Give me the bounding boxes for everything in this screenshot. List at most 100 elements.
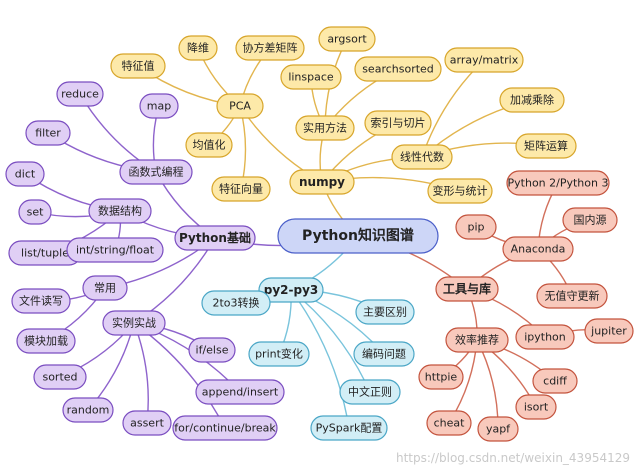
node-array-matrix: array/matrix [444, 47, 524, 73]
node-dict: dict [5, 161, 45, 187]
node-shape [248, 341, 310, 367]
node-label: 均值化 [193, 138, 226, 152]
node-shape [18, 199, 52, 225]
node-label: 工具与库 [443, 281, 491, 296]
node-label: 主要区别 [363, 306, 407, 319]
node-shape [435, 276, 499, 302]
node-shape [532, 368, 578, 394]
node-label: 2to3转换 [212, 296, 259, 310]
node-label: 降维 [187, 41, 209, 55]
link-python-3-2 [133, 322, 149, 424]
node-int-string-float: int/string/float [66, 237, 164, 263]
node-label: assert [130, 417, 164, 430]
node-label: isort [524, 401, 549, 414]
node-shape [258, 277, 324, 303]
node-模块加载: 模块加载 [16, 328, 76, 354]
node-国内源: 国内源 [562, 207, 618, 233]
node-label: 国内源 [574, 213, 607, 227]
node-shape [289, 169, 355, 195]
node-shape [211, 176, 271, 202]
node-shape [506, 170, 610, 196]
node-均值化: 均值化 [185, 132, 233, 158]
node-label: Python知识图谱 [302, 227, 414, 244]
node-ipython: ipython [515, 324, 575, 350]
node-主要区别: 主要区别 [355, 299, 415, 325]
node-label: filter [35, 127, 61, 140]
node-shape [16, 328, 76, 354]
node-shape [280, 64, 342, 90]
node-label: 常用 [94, 282, 116, 295]
node-python-2-python-3: Python 2/Python 3 [506, 170, 610, 196]
node-shape [562, 207, 618, 233]
watermark-text: https://blog.csdn.net/weixin_43954129 [395, 451, 630, 465]
node-2to3转换: 2to3转换 [201, 290, 271, 316]
node-assert: assert [122, 410, 172, 436]
node-label: random [67, 404, 110, 417]
node-shape [188, 337, 236, 363]
node-label: if/else [196, 344, 229, 357]
node-shape [216, 93, 264, 119]
node-shape [277, 218, 439, 254]
node-label: yapf [486, 423, 511, 436]
node-shape [445, 327, 509, 353]
node-shape [235, 35, 305, 61]
node-label: 索引与切片 [371, 116, 426, 130]
node-特征值: 特征值 [110, 53, 166, 79]
node-pip: pip [455, 214, 497, 240]
node-文件读写: 文件读写 [11, 288, 71, 314]
node-shape [88, 198, 152, 224]
node-shape [310, 415, 388, 441]
node-linspace: linspace [280, 64, 342, 90]
node-py2-py3: py2-py3 [258, 277, 324, 303]
node-shape [139, 93, 179, 119]
node-label: 特征向量 [219, 182, 263, 196]
node-python知识图谱: Python知识图谱 [277, 218, 439, 254]
node-label: 编码问题 [362, 347, 406, 361]
node-shape [444, 47, 524, 73]
node-label: 数据结构 [98, 204, 142, 218]
node-shape [110, 53, 166, 79]
node-reduce: reduce [56, 81, 104, 107]
node-label: map [147, 100, 171, 113]
node-label: set [27, 206, 44, 219]
node-label: 变形与统计 [433, 184, 488, 198]
node-label: jupiter [590, 325, 627, 338]
node-shape [427, 178, 493, 204]
node-list-tuple: list/tuple [8, 240, 82, 266]
node-random: random [62, 397, 114, 423]
node-python基础: Python基础 [174, 225, 256, 251]
node-shape [355, 299, 415, 325]
node-label: PySpark配置 [316, 422, 383, 435]
node-shape [354, 56, 442, 82]
node-shape [455, 214, 497, 240]
node-降维: 降维 [178, 35, 218, 61]
node-numpy: numpy [289, 169, 355, 195]
node-label: 文件读写 [19, 294, 63, 308]
node-shape [102, 310, 166, 336]
node-工具与库: 工具与库 [435, 276, 499, 302]
node-shape [515, 324, 575, 350]
node-append-insert: append/insert [195, 379, 285, 405]
node-label: reduce [61, 88, 99, 101]
node-label: int/string/float [76, 244, 155, 257]
node-httpie: httpie [418, 364, 464, 390]
node-label: 矩阵运算 [524, 139, 568, 153]
node-实例实战: 实例实战 [102, 310, 166, 336]
node-shape [391, 144, 453, 170]
node-编码问题: 编码问题 [353, 341, 415, 367]
node-label: Python基础 [179, 230, 251, 245]
node-set: set [18, 199, 52, 225]
node-filter: filter [25, 120, 71, 146]
node-线性代数: 线性代数 [391, 144, 453, 170]
node-label: cheat [434, 417, 466, 430]
node-label: sorted [42, 371, 77, 384]
node-特征向量: 特征向量 [211, 176, 271, 202]
node-label: Python 2/Python 3 [508, 177, 609, 190]
node-label: 函数式编程 [129, 165, 184, 179]
node-shape [295, 115, 355, 141]
node-shape [178, 35, 218, 61]
node-shape [426, 410, 472, 436]
node-label: numpy [299, 175, 345, 189]
node-if-else: if/else [188, 337, 236, 363]
